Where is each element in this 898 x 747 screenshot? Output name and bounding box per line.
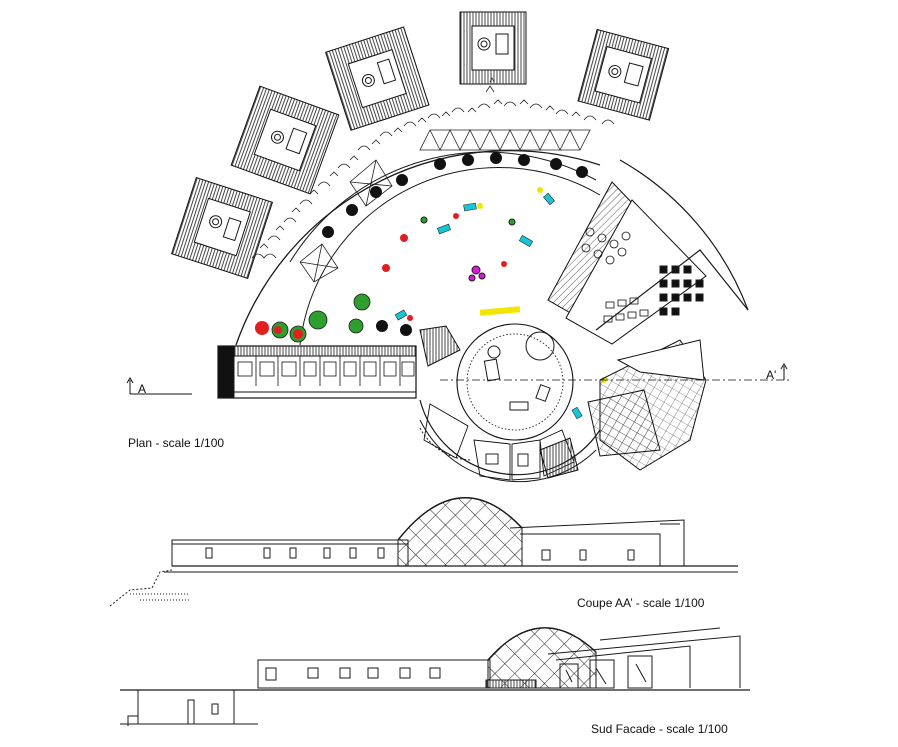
coupe-terrain xyxy=(109,569,173,607)
cyan-benches xyxy=(394,192,583,420)
plan-caption: Plan - scale 1/100 xyxy=(128,436,225,450)
shrub-band xyxy=(251,77,615,259)
stair-block xyxy=(419,325,579,479)
cabin xyxy=(170,176,274,280)
section-caption: Coupe AA’ - scale 1/100 xyxy=(577,596,705,610)
seating-grid-3 xyxy=(603,297,649,323)
side-wall xyxy=(595,249,749,331)
cabin xyxy=(459,11,527,85)
facade-left-block xyxy=(257,659,491,689)
wedge-hall-2 xyxy=(565,199,707,345)
facade-right-block xyxy=(547,627,741,688)
facade-caption: Sud Facade - scale 1/100 xyxy=(591,722,728,736)
facade-base xyxy=(137,689,235,725)
coupe-openings xyxy=(205,547,635,561)
seating-grid-1 xyxy=(581,227,631,265)
section-marker-a: A xyxy=(138,382,147,396)
facade-drawing xyxy=(120,627,750,726)
housing-strip xyxy=(217,345,417,399)
magenta-feature xyxy=(468,265,486,282)
tiled-floor xyxy=(587,389,661,457)
cabin xyxy=(230,85,340,195)
green-trees xyxy=(271,293,371,343)
section-drawing xyxy=(109,497,738,607)
facade-windows xyxy=(265,667,441,681)
courtyard-arc xyxy=(299,166,601,346)
cabin xyxy=(324,26,430,131)
section-line xyxy=(126,363,790,395)
coupe-right-wing xyxy=(509,519,685,566)
cabin xyxy=(577,28,670,121)
outer-ring xyxy=(419,399,601,476)
outer-wall-arc xyxy=(235,150,601,346)
facade-steps xyxy=(485,679,537,689)
rotunda xyxy=(456,323,574,441)
far-arc xyxy=(619,159,749,311)
coupe-dome xyxy=(397,497,523,567)
floor-plan xyxy=(126,11,790,483)
ring-rooms xyxy=(423,403,575,481)
red-flowers xyxy=(255,213,507,339)
facade-glazing xyxy=(559,655,653,689)
inner-arc xyxy=(289,151,597,263)
section-marker-a-prime: A' xyxy=(766,368,777,382)
canopy-strip xyxy=(299,129,591,283)
